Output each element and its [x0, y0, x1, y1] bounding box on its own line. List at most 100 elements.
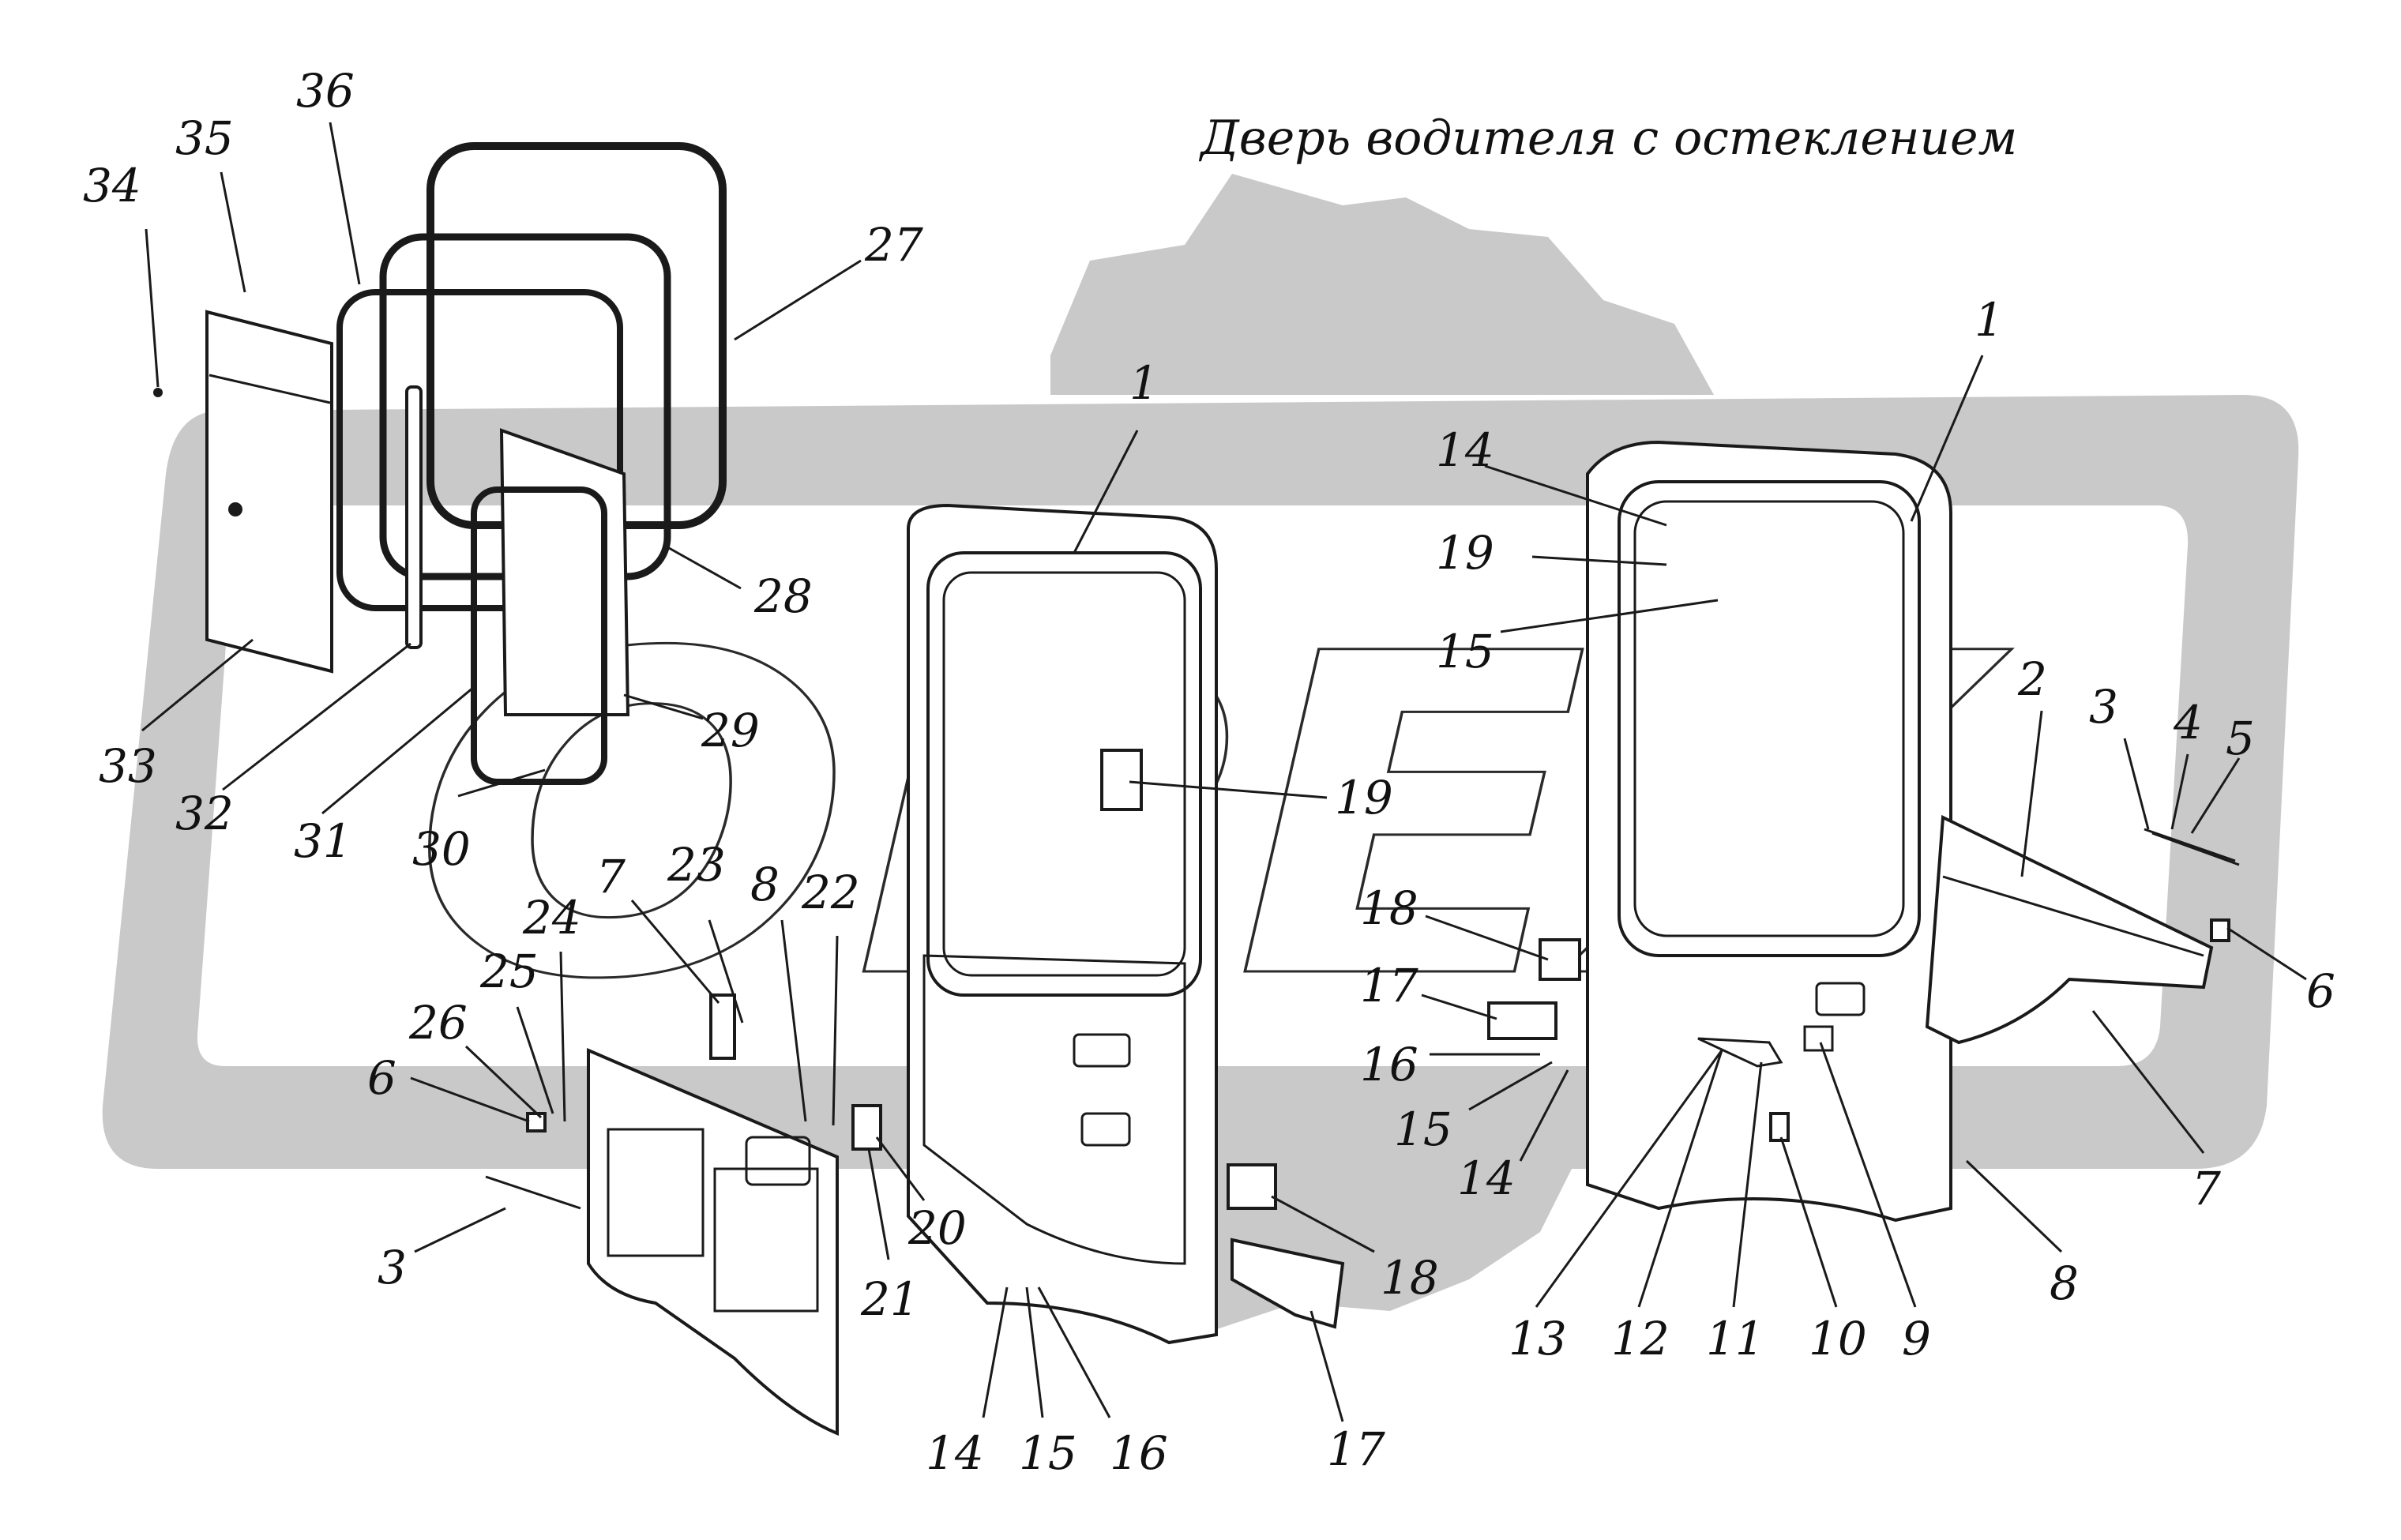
label-10: 10 — [1809, 1312, 1867, 1365]
leader-29 — [623, 693, 704, 720]
leader-6-right — [2226, 926, 2307, 981]
label-7-left: 7 — [596, 850, 626, 903]
leaders — [141, 122, 2307, 1422]
leader-24 — [559, 951, 566, 1122]
label-12: 12 — [1611, 1312, 1670, 1365]
leader-9 — [1819, 1042, 1917, 1308]
door-center-lower-panel — [922, 954, 1186, 1265]
part-30-glass-frame — [471, 486, 607, 785]
part-9-lock — [1803, 1025, 1834, 1052]
leader-3-left — [414, 1207, 506, 1253]
part-35-panel-line — [209, 374, 331, 404]
leader-7-right — [2091, 1010, 2205, 1154]
leader-22 — [832, 935, 839, 1126]
label-11: 11 — [1706, 1312, 1764, 1365]
leader-15-center — [1025, 1286, 1044, 1418]
leader-18-right — [1425, 915, 1549, 961]
door-center-slot — [1080, 1112, 1131, 1147]
door-center-window — [926, 551, 1202, 997]
part-17-plate-right — [1487, 1001, 1557, 1040]
leader-6-left — [410, 1076, 530, 1123]
label-2: 2 — [2017, 652, 2047, 706]
leader-7-left — [630, 900, 720, 1004]
leader-19-center — [1129, 780, 1328, 799]
leader-32 — [222, 642, 411, 791]
label-15-center: 15 — [1019, 1426, 1077, 1480]
leader-1-right — [1910, 355, 1984, 522]
leader-26 — [464, 1045, 543, 1119]
label-8-right: 8 — [2050, 1256, 2079, 1310]
label-13: 13 — [1509, 1312, 1567, 1365]
label-6-right: 6 — [2306, 964, 2335, 1018]
part-18-striker — [1227, 1163, 1277, 1210]
label-22: 22 — [801, 866, 860, 919]
door-center-handle — [1073, 1033, 1131, 1068]
leader-1-center — [1073, 430, 1139, 554]
label-1-right: 1 — [1975, 293, 2004, 347]
label-28: 28 — [753, 569, 813, 623]
leader-16-center — [1037, 1286, 1111, 1418]
label-23: 23 — [667, 838, 726, 892]
leader-30 — [457, 768, 546, 798]
door-right — [1586, 440, 1952, 1223]
leader-25 — [516, 1006, 554, 1114]
part-6-clip-right — [2210, 918, 2230, 942]
door-right-window-inner — [1633, 500, 1905, 937]
label-24: 24 — [522, 891, 581, 945]
leader-20 — [875, 1136, 926, 1201]
label-4: 4 — [2173, 696, 2203, 749]
callouts: 36 35 34 27 28 29 33 32 31 30 1 19 7 23 … — [83, 64, 2335, 1480]
part-36-seal — [336, 289, 623, 611]
label-17-center: 17 — [1327, 1422, 1385, 1476]
leader-12 — [1637, 1050, 1723, 1308]
trim-panel-right — [1925, 814, 2236, 1045]
label-36: 36 — [296, 64, 355, 118]
part-19-hinge — [1100, 749, 1143, 811]
label-9: 9 — [1902, 1312, 1931, 1365]
label-15-right-top: 15 — [1436, 625, 1494, 678]
leader-3-right — [2123, 738, 2150, 830]
part-10-button — [1769, 1112, 1790, 1142]
part-32-strip — [405, 385, 423, 649]
part-11-handle — [1697, 1037, 1783, 1068]
label-30: 30 — [412, 822, 471, 876]
label-3-right: 3 — [2089, 680, 2118, 734]
label-34: 34 — [83, 159, 141, 212]
part-29-glass — [499, 428, 630, 716]
label-1-center: 1 — [1129, 356, 1159, 410]
part-7-bracket-left — [709, 993, 736, 1060]
part-5-bar — [2144, 828, 2236, 862]
label-31: 31 — [294, 814, 352, 868]
leader-33 — [141, 638, 254, 732]
leader-23 — [708, 919, 744, 1024]
label-3-left: 3 — [378, 1241, 407, 1294]
label-8-left: 8 — [750, 858, 780, 911]
leader-14-center — [982, 1286, 1009, 1418]
leader-31 — [321, 685, 475, 815]
label-15-right: 15 — [1394, 1102, 1452, 1156]
part-33-knob — [228, 502, 242, 516]
part-3-rod-right — [2151, 832, 2240, 866]
label-7-right: 7 — [2192, 1162, 2221, 1215]
label-25: 25 — [479, 945, 539, 998]
leader-21 — [867, 1148, 890, 1260]
leader-4 — [2170, 753, 2189, 830]
leader-34 — [145, 228, 160, 388]
leader-17-right — [1421, 993, 1497, 1020]
label-18-right: 18 — [1360, 881, 1418, 935]
leader-8-left — [780, 919, 807, 1122]
diagram-title: Дверь водителя с остеклением — [1198, 111, 2017, 166]
leader-27 — [734, 259, 862, 341]
leader-15-right-top — [1500, 599, 1719, 633]
leader-14-right-top — [1484, 464, 1667, 527]
label-21: 21 — [860, 1272, 919, 1326]
label-35: 35 — [175, 111, 234, 165]
part-35-panel — [205, 310, 333, 674]
door-right-window — [1618, 480, 1921, 957]
leader-2 — [2020, 710, 2043, 877]
leader-35 — [220, 171, 246, 293]
label-26: 26 — [408, 996, 468, 1050]
trim-panel-right-strip — [1942, 875, 2204, 957]
